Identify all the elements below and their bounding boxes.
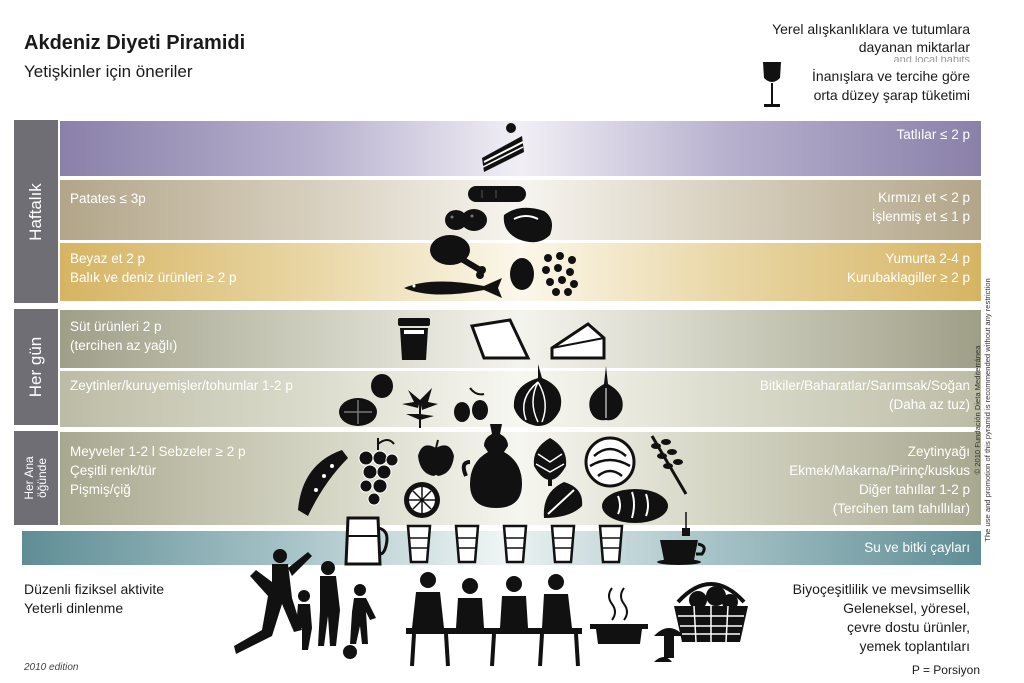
- edition-label: 2010 edition: [24, 662, 79, 673]
- olives-icon: [454, 387, 488, 422]
- garlic-icon: [589, 366, 623, 421]
- potato-label: Patates ≤ 3p: [70, 191, 146, 206]
- herbs-spices-label-line2: (Daha az tuz): [888, 397, 970, 412]
- dairy-label-line1: Süt ürünleri 2 p: [70, 319, 162, 334]
- water-glass-icon: [502, 524, 528, 564]
- activity-note-line2: Yeterli dinlenme: [24, 600, 124, 616]
- wheat-icon: [650, 435, 688, 495]
- band-water: [22, 531, 981, 565]
- eggs-label: Yumurta 2-4 p: [885, 251, 970, 266]
- legumes-icon: [542, 252, 578, 296]
- biodiversity-note-line1: Biyoçeşitlilik ve mevsimsellik: [792, 581, 970, 597]
- wine-note-line2: orta düzey şarap tüketimi: [813, 87, 970, 103]
- fruit-veg-label: Meyveler 1-2 l Sebzeler ≥ 2 p Çeşitli re…: [70, 442, 246, 499]
- cabbage-icon: [584, 436, 636, 488]
- artichoke-icon: [533, 438, 567, 486]
- cheese-icon: [469, 318, 531, 360]
- sausage-icon: [468, 186, 526, 202]
- whole-grain-label: (Tercihen tam tahıllılar): [832, 501, 970, 516]
- milk-icon: [398, 318, 430, 360]
- oil-jug-icon: [461, 424, 522, 508]
- portion-legend: P = Porsiyon: [911, 663, 980, 677]
- people-eating-icon: [406, 572, 582, 667]
- grapes-icon: [358, 438, 399, 506]
- dairy-label-line2: (tercihen az yağlı): [70, 338, 178, 353]
- copyright-line1: © 2010 Fundación Dieta Mediterránea: [973, 345, 982, 475]
- category-every-meal-line2: öğünde: [35, 457, 49, 499]
- sweets-label: Tatlılar ≤ 2 p: [896, 127, 970, 142]
- eggs-legumes-label: Yumurta 2-4 p Kurubaklagiller ≥ 2 p: [847, 249, 970, 287]
- mushroom-icon: [654, 628, 684, 662]
- herbs-spices-label-line1: Bitkiler/Baharatlar/Sarımsak/Soğan: [759, 378, 970, 393]
- herbs-icon: [402, 388, 438, 428]
- page-subtitle: Yetişkinler için öneriler: [24, 62, 193, 81]
- portion-note-ghost: and local habits: [893, 56, 970, 62]
- basket-icon: [674, 582, 748, 643]
- red-meat-label: Kırmızı et < 2 p: [878, 190, 970, 205]
- water-tea-label: Su ve bitki çayları: [864, 540, 970, 555]
- portion-note-line2: dayanan miktarlar: [858, 39, 970, 55]
- egg-icon: [510, 258, 534, 290]
- olives-nuts-label: Zeytinler/kuruyemişler/tohumlar 1-2 p: [70, 378, 293, 393]
- citrus-icon: [404, 482, 440, 518]
- activity-note: Düzenli fiziksel aktivite Yeterli dinlen…: [24, 580, 164, 618]
- bread-icon: [602, 489, 668, 523]
- portion-note: Yerel alışkanlıklara ve tutumlara dayana…: [710, 20, 970, 62]
- potato-icon: [445, 209, 487, 231]
- category-weekly-label: Haftalık: [26, 182, 45, 241]
- page-title: Akdeniz Diyeti Piramidi: [24, 32, 246, 54]
- water-glass-icon: [454, 524, 480, 564]
- white-meat-label: Beyaz et 2 p: [70, 251, 146, 266]
- biodiversity-note-line2: Geleneksel, yöresel,: [843, 600, 970, 616]
- copyright-note: © 2010 Fundación Dieta Mediterránea The …: [973, 230, 993, 590]
- biodiversity-note-line3: çevre dostu ürünler,: [847, 619, 970, 635]
- oil-label: Zeytinyağı: [907, 444, 970, 459]
- nuts-icon: [339, 374, 393, 426]
- copyright-line2: The use and promotion of this pyramid is…: [983, 278, 992, 542]
- wine-note-line1: İnanışlara ve tercihe göre: [812, 68, 970, 84]
- chicken-leg-icon: [430, 235, 486, 279]
- other-grains-label: Diğer tahıllar 1-2 p: [858, 482, 970, 497]
- processed-meat-label: İşlenmiş et ≤ 1 p: [871, 209, 970, 224]
- cooking-pot-icon: [590, 587, 648, 644]
- legumes-label: Kurubaklagiller ≥ 2 p: [847, 270, 970, 285]
- water-glass-icon: [406, 524, 432, 564]
- meat-label: Kırmızı et < 2 p İşlenmiş et ≤ 1 p: [872, 188, 970, 226]
- wine-glass-icon: [763, 62, 781, 107]
- fish-icon: [404, 278, 502, 298]
- biodiversity-note: Biyoçeşitlilik ve mevsimsellik Gelenekse…: [793, 580, 970, 656]
- category-daily: Her gün: [14, 309, 58, 425]
- oil-grains-label: Zeytinyağı Ekmek/Makarna/Pirinç/kuskus D…: [789, 442, 970, 518]
- bread-pasta-label: Ekmek/Makarna/Pirinç/kuskus: [789, 463, 970, 478]
- activity-note-line1: Düzenli fiziksel aktivite: [24, 581, 165, 597]
- water-glass-icon: [550, 524, 576, 564]
- water-jug-icon: [344, 516, 389, 566]
- cake-icon: [482, 123, 524, 172]
- category-weekly: Haftalık: [14, 120, 58, 303]
- cheese-wedge-icon: [550, 322, 606, 360]
- steak-icon: [503, 207, 552, 243]
- fish-label: Balık ve deniz ürünleri ≥ 2 p: [70, 270, 237, 285]
- fruit-veg-label-line3: Pişmiş/çiğ: [70, 482, 131, 497]
- water-glass-icon: [598, 524, 624, 564]
- teacup-icon: [657, 512, 706, 565]
- apple-icon: [418, 439, 454, 476]
- portion-note-line1: Yerel alışkanlıklara ve tutumlara: [772, 21, 970, 37]
- onion-icon: [513, 364, 562, 426]
- dairy-label: Süt ürünleri 2 p (tercihen az yağlı): [70, 317, 177, 355]
- wine-note: İnanışlara ve tercihe göre orta düzey şa…: [770, 67, 970, 105]
- white-meat-fish-label: Beyaz et 2 p Balık ve deniz ürünleri ≥ 2…: [70, 249, 237, 287]
- biodiversity-note-line4: yemek toplantıları: [859, 638, 971, 654]
- sports-family-icon: [234, 549, 376, 659]
- fruit-veg-label-line2: Çeşitli renk/tür: [70, 463, 157, 478]
- fruit-veg-label-line1: Meyveler 1-2 l Sebzeler ≥ 2 p: [70, 444, 246, 459]
- category-daily-label: Her gün: [26, 336, 45, 398]
- category-every-meal-line1: Her Ana: [22, 456, 36, 500]
- herbs-spices-label: Bitkiler/Baharatlar/Sarımsak/Soğan (Daha…: [760, 376, 970, 414]
- watermelon-icon: [298, 450, 348, 516]
- lettuce-icon: [543, 482, 583, 518]
